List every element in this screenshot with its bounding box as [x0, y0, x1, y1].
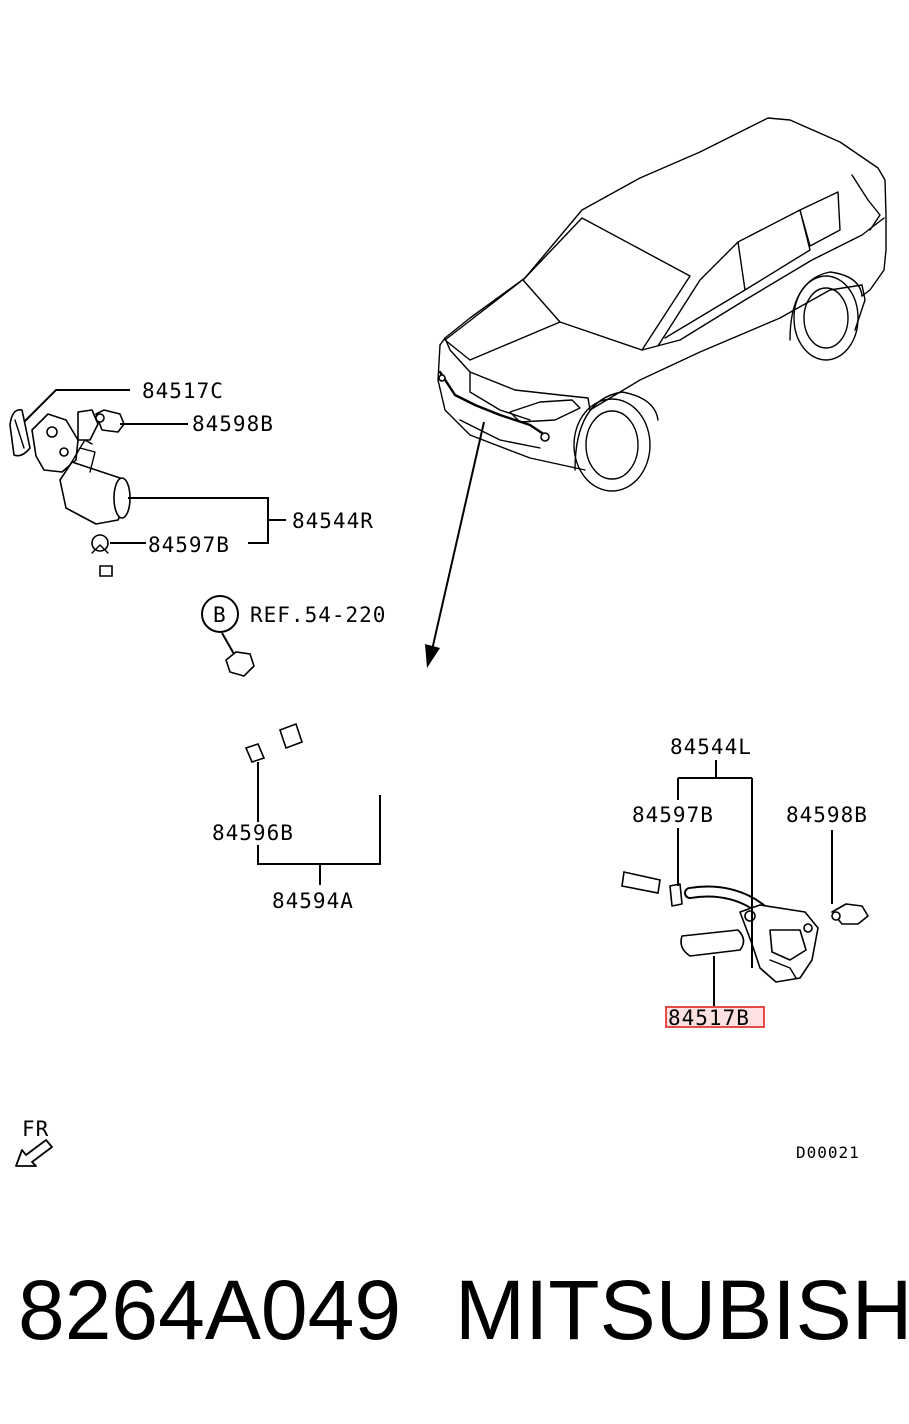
detail-arrow: [425, 421, 485, 668]
car-illustration: [437, 117, 887, 492]
callout-84544L: 84544L: [670, 735, 752, 759]
callout-84597B-left: 84597B: [148, 533, 230, 557]
callout-84598B-right: 84598B: [786, 803, 868, 827]
highlight-box-84517B: [665, 1006, 765, 1028]
part-number: 8264A049: [18, 1263, 402, 1357]
front-direction-indicator: FR: [15, 1117, 53, 1167]
right-washer-nozzle-assembly: [669, 883, 869, 983]
left-washer-nozzle-assembly: [9, 408, 131, 554]
callout-84598B-left: 84598B: [192, 412, 274, 436]
callout-84517C: 84517C: [142, 379, 224, 403]
callout-84596B: 84596B: [212, 821, 294, 845]
leader-lines: [23, 389, 833, 1006]
brand-name: MITSUBISHI: [455, 1263, 909, 1357]
footer: 8264A049 MITSUBISHI: [0, 1262, 909, 1372]
ref-circle-letter: B: [213, 603, 227, 627]
callout-84517B: 84517B: [668, 1006, 750, 1030]
fr-arrow-icon: [15, 1139, 53, 1167]
ref-circle: [201, 595, 239, 633]
callout-84597B-right: 84597B: [632, 803, 714, 827]
callout-84544R: 84544R: [292, 509, 374, 533]
callout-84594A: 84594A: [272, 889, 354, 913]
fr-label: FR: [22, 1117, 49, 1141]
washer-hose: [99, 565, 661, 894]
drawing-code: D00021: [796, 1143, 860, 1162]
callout-ref: REF.54-220: [250, 603, 386, 627]
